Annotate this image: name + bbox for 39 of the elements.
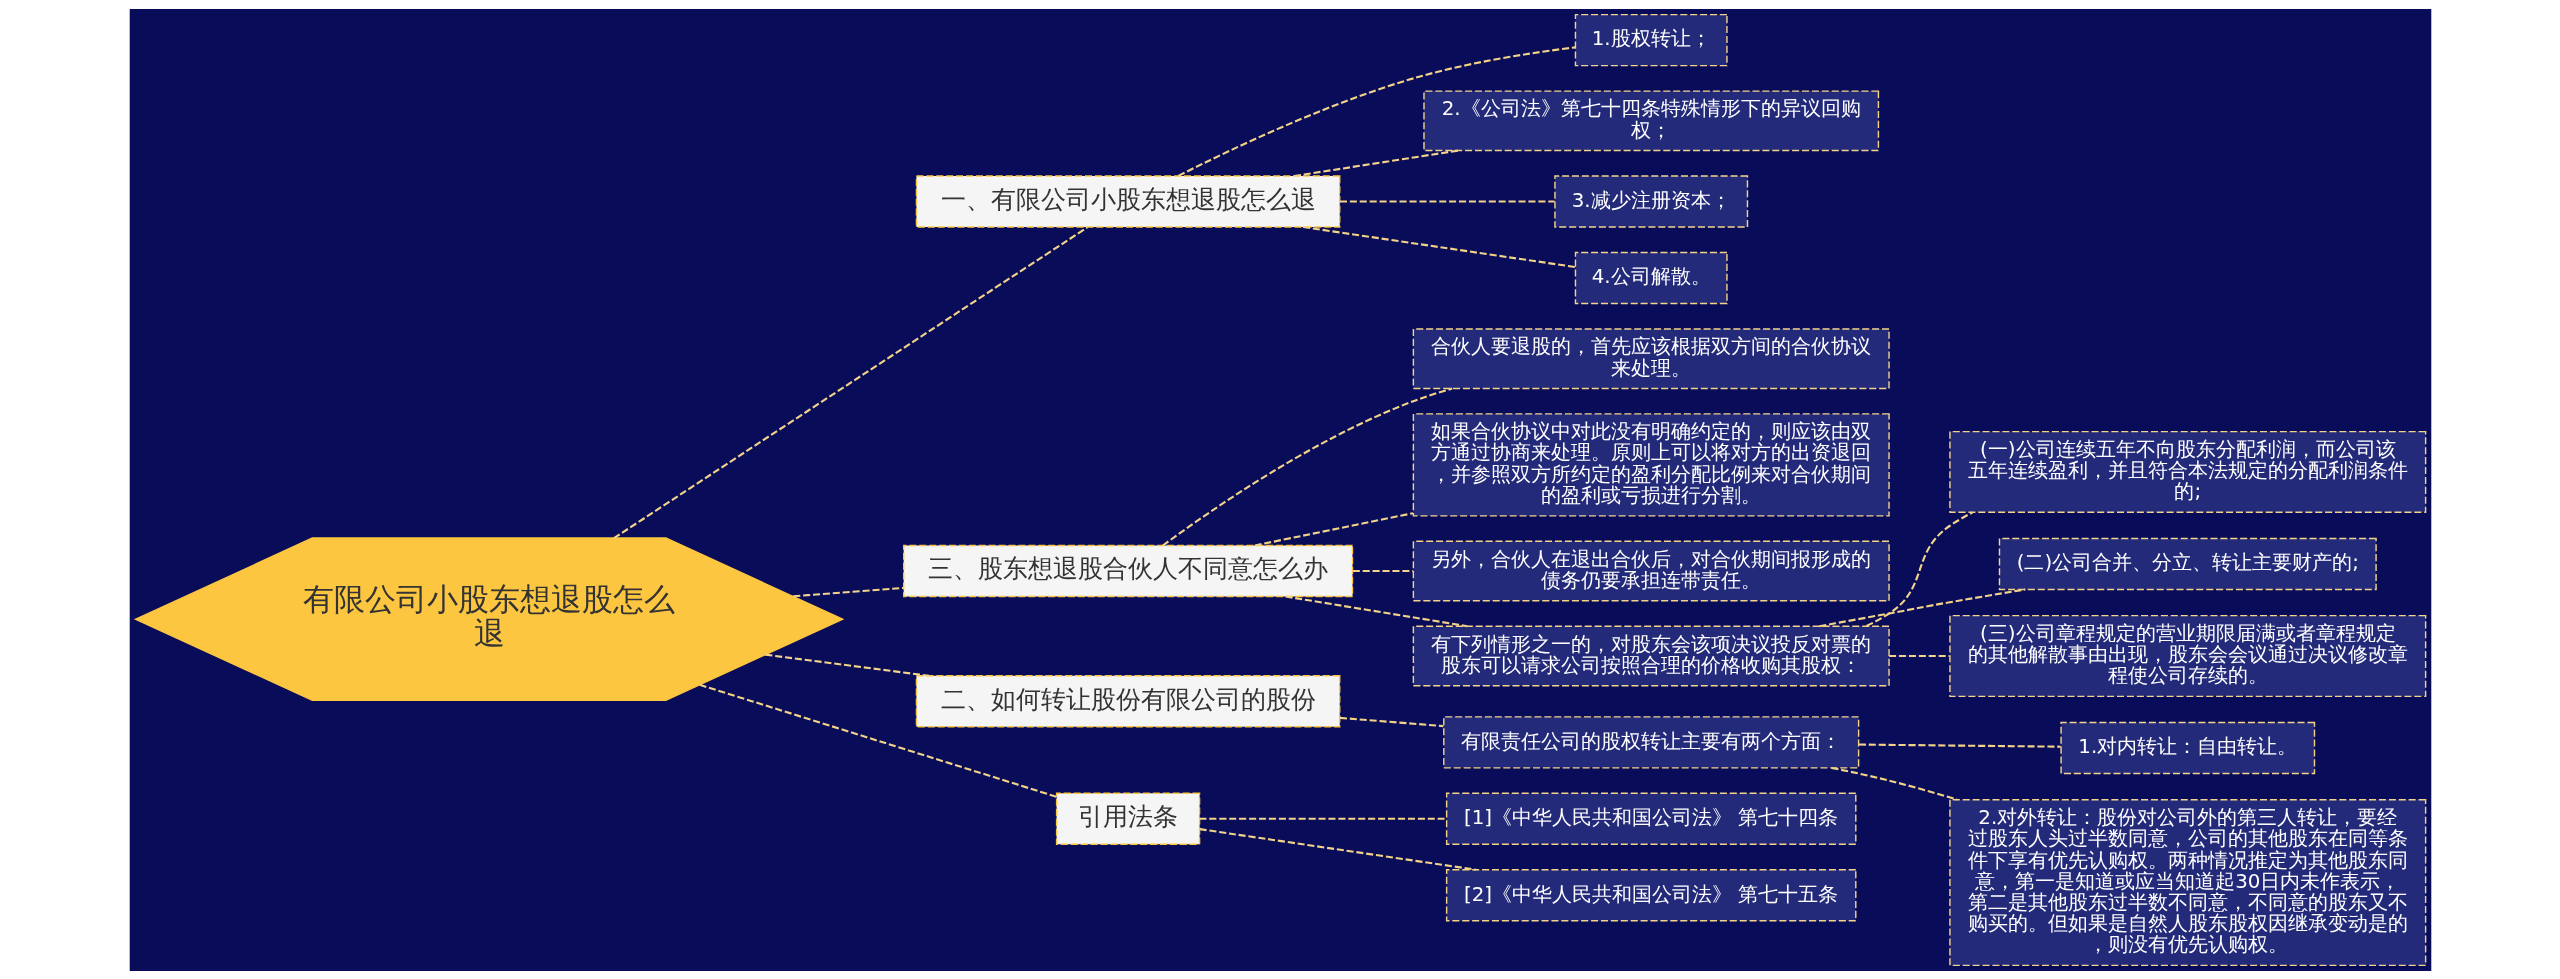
connector — [1293, 149, 1458, 177]
node-box: 二、如何转让股份有限公司的股份 — [915, 674, 1340, 727]
connector — [1858, 743, 2061, 748]
node-box: 有限责任公司的股权转让主要有两个方面： — [1442, 715, 1859, 769]
connector — [1339, 200, 1555, 203]
connector — [764, 653, 929, 677]
connector — [612, 225, 1088, 539]
node-box: 有下列情形之一的，对股东会该项决议投反对票的股东可以请求公司按照合理的价格收购其股权： — [1412, 625, 1890, 686]
connector — [1352, 569, 1413, 572]
node-box: (二)公司合并、分立、转让主要财产的; — [1998, 537, 2377, 590]
node-box: 1.对内转让：自由转让。 — [2059, 721, 2315, 774]
node-box: [1]《中华人民共和国公司法》 第七十四条 — [1445, 792, 1856, 845]
connector — [1199, 817, 1446, 820]
node-box: 一、有限公司小股东想退股怎么退 — [915, 174, 1340, 228]
connector — [792, 586, 904, 597]
node-box: 2.对外转让：股份对公司外的第三人转让，要经过股东人头过半数同意，公司的其他股东在同等条件下享有优先认购权。两种情况推定为其他股东同意，第一是知道或应当知道起30日内未作表示，第二是其他股东过半数不同意，不同意的股东又不购买的。但如果是自然人股东股权因继承变动是的，则没有优先认购权。 — [1948, 798, 2426, 966]
node-box: 3.减少注册资本； — [1553, 174, 1748, 228]
connector — [1302, 225, 1575, 268]
node-box: [2]《中华人民共和国公司法》 第七十五条 — [1445, 868, 1856, 921]
connector — [1254, 511, 1413, 546]
node-box: 三、股东想退股合伙人不同意怎么办 — [902, 544, 1353, 597]
node-box: (一)公司连续五年不向股东分配利润，而公司该五年连续盈利，并且符合本法规定的分配利润条件的; — [1948, 430, 2426, 513]
connector — [1818, 587, 2026, 627]
node-box: 另外，合伙人在退出合伙后，对合伙期间报形成的债务仍要承担连带责任。 — [1412, 540, 1890, 601]
node-box: 合伙人要退股的，首先应该根据双方间的合伙协议来处理。 — [1412, 327, 1890, 389]
node-box: 如果合伙协议中对此没有明确约定的，则应该由双方通过协商来处理。原则上可以将对方的出资退回，并参照双方所约定的盈利分配比例来对合伙期间的盈利或亏损进行分割。 — [1412, 412, 1890, 517]
node-box: 4.公司解散。 — [1574, 251, 1728, 304]
connector — [1199, 827, 1476, 871]
connector — [1865, 511, 1973, 627]
connector — [1339, 716, 1443, 727]
connector — [1177, 45, 1575, 177]
connector — [698, 683, 1057, 798]
node-box: (三)公司章程规定的营业期限届满或者章程规定的其他解散事由出现，股东会会议通过决议修改章程使公司存续的。 — [1948, 614, 2426, 697]
connector — [1284, 595, 1467, 627]
connector — [1830, 766, 1957, 801]
node-box: 2.《公司法》第七十四条特殊情形下的异议回购权； — [1422, 89, 1879, 151]
node-box: 引用法条 — [1055, 792, 1200, 845]
connector — [1888, 654, 1950, 657]
node-box: 1.股权转让； — [1574, 13, 1728, 66]
